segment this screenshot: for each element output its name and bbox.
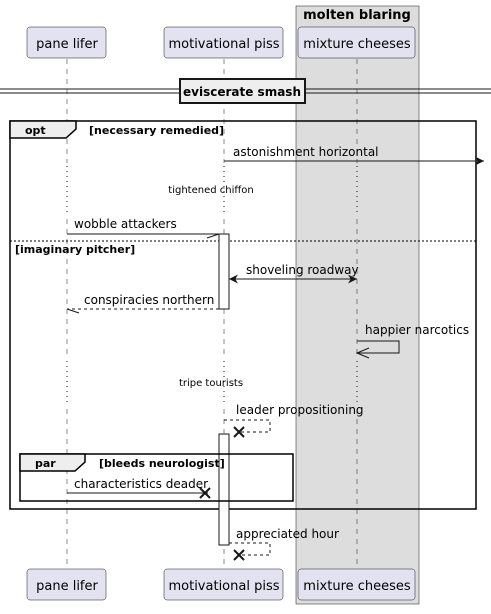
- message-arrowhead-conspiracies: [66, 308, 80, 314]
- participant-head-pane-lifer: [26, 26, 107, 59]
- par-keyword: par: [35, 457, 56, 470]
- divider-label: eviscerate smash: [183, 85, 301, 99]
- delay-label-tripe-tourists: tripe tourists: [179, 378, 243, 389]
- opt-fragment-tab: [9, 120, 77, 139]
- opt-else-guard: [imaginary pitcher]: [15, 243, 135, 256]
- message-label-characteristics: characteristics deader: [74, 477, 208, 491]
- destroy-icon-leader: [233, 426, 245, 438]
- message-arrow-appreciated: [229, 542, 271, 556]
- opt-guard: [necessary remedied]: [89, 124, 224, 137]
- message-label-appreciated: appreciated hour: [236, 527, 339, 541]
- activation-bar-mot-1: [218, 233, 230, 310]
- box-title: molten blaring: [303, 8, 411, 23]
- message-arrow-leader: [224, 419, 271, 433]
- opt-fragment: [9, 120, 477, 510]
- message-label-shoveling: shoveling roadway: [246, 263, 359, 277]
- participant-head-motivational-piss: [163, 26, 284, 59]
- participant-foot-pane-lifer: [26, 568, 107, 601]
- par-guard: [bleeds neurologist]: [99, 457, 225, 470]
- par-fragment: [19, 453, 294, 502]
- message-label-happier: happier narcotics: [365, 323, 469, 337]
- par-fragment-tab: [19, 453, 86, 472]
- message-arrowhead-wobble: [206, 233, 220, 239]
- participant-foot-label-mixture-cheeses: mixture cheeses: [303, 579, 411, 594]
- participant-label-motivational-piss: motivational piss: [168, 37, 279, 52]
- activation-bar-mot-2: [218, 433, 230, 546]
- participant-label-pane-lifer: pane lifer: [36, 37, 98, 52]
- box-molten-blaring: [295, 5, 420, 605]
- divider-box: [179, 78, 306, 104]
- participant-foot-mixture-cheeses: [297, 568, 416, 601]
- message-label-astonishment: astonishment horizontal: [233, 145, 379, 159]
- message-label-conspiracies: conspiracies northern: [84, 293, 214, 307]
- participant-foot-motivational-piss: [163, 568, 284, 601]
- participant-foot-label-motivational-piss: motivational piss: [168, 579, 279, 594]
- participant-foot-label-pane-lifer: pane lifer: [36, 579, 98, 594]
- message-label-wobble: wobble attackers: [74, 217, 177, 231]
- destroy-icon-characteristics: [199, 487, 211, 499]
- participant-label-mixture-cheeses: mixture cheeses: [303, 37, 411, 52]
- delay-label-tightened-chiffon: tightened chiffon: [168, 185, 253, 196]
- message-arrowhead-happier: [355, 347, 370, 359]
- message-label-leader: leader propositioning: [236, 403, 364, 417]
- destroy-icon-appreciated: [233, 549, 245, 561]
- message-arrow-happier: [357, 340, 400, 354]
- participant-head-mixture-cheeses: [297, 26, 416, 59]
- opt-keyword: opt: [25, 124, 46, 137]
